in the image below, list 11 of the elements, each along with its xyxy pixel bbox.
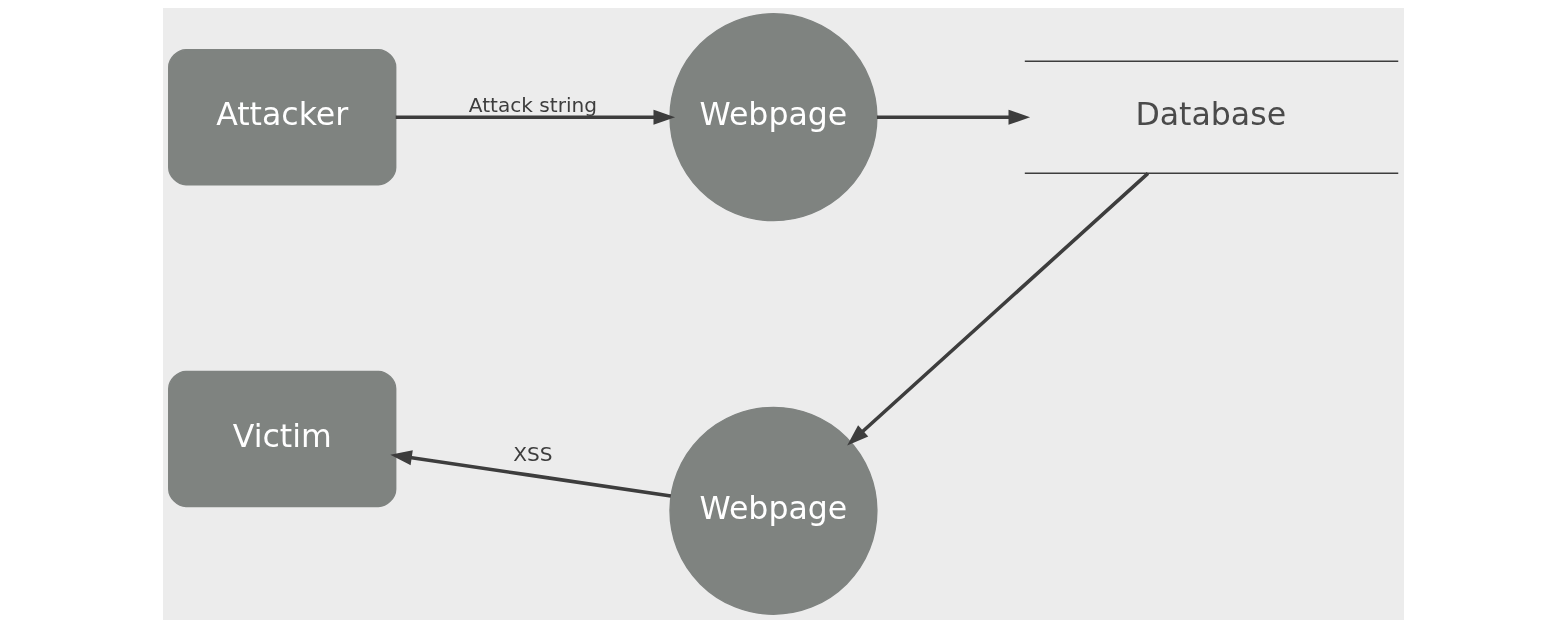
node-box: Victim xyxy=(167,370,396,508)
node-text: Database xyxy=(1134,96,1286,133)
arrow xyxy=(395,109,675,125)
arrow xyxy=(846,172,1149,446)
node-circle: Webpage xyxy=(668,13,878,222)
arrow xyxy=(876,109,1030,125)
arrow xyxy=(389,450,671,498)
edge-label: XSS xyxy=(512,441,552,466)
node-box: Attacker xyxy=(167,49,396,186)
node-circle: Webpage xyxy=(668,406,878,615)
edge-label: Attack string xyxy=(468,92,597,117)
